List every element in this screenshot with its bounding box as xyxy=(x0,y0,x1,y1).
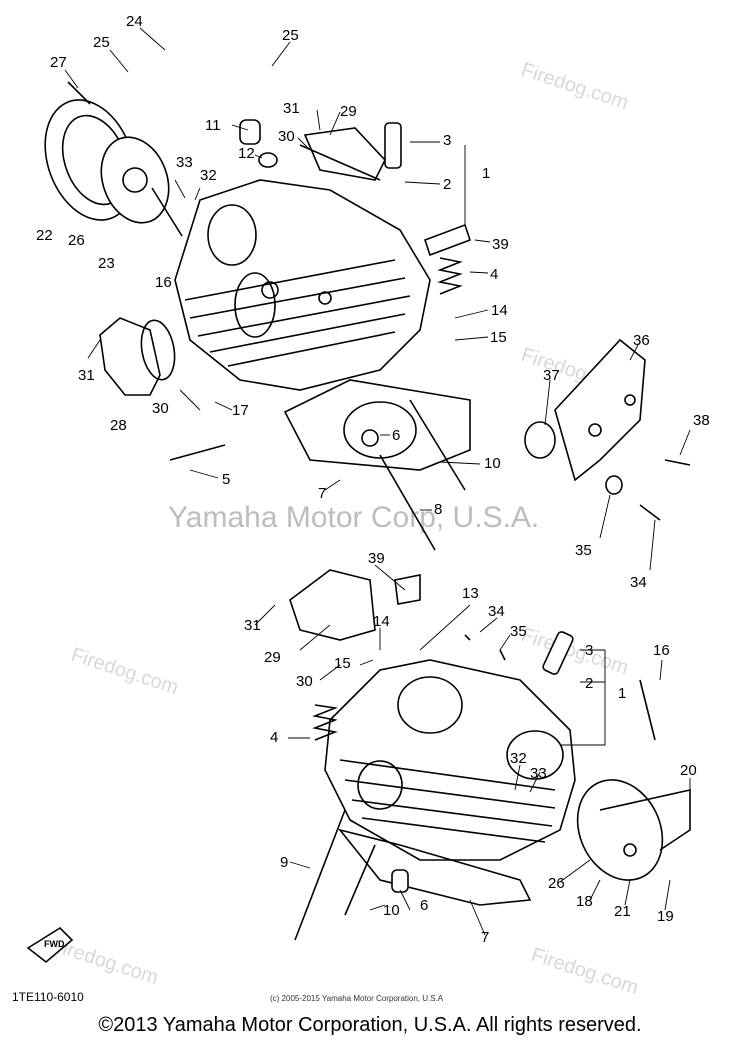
callout: 33 xyxy=(176,154,193,171)
watermark-site: Firedog.com xyxy=(68,644,181,699)
callout: 31 xyxy=(283,100,300,117)
callout: 36 xyxy=(633,332,650,349)
callout: 18 xyxy=(576,893,593,910)
callout: 30 xyxy=(278,128,295,145)
callout: 15 xyxy=(334,655,351,672)
watermark-site: Firedog.com xyxy=(518,624,631,679)
callout: 3 xyxy=(585,642,593,659)
callout: 10 xyxy=(484,455,501,472)
lower-cylinder-head-drawing: FWD xyxy=(26,569,691,964)
callout: 38 xyxy=(693,412,710,429)
callout: 2 xyxy=(443,176,451,193)
callout: 25 xyxy=(93,34,110,51)
callout: 31 xyxy=(244,617,261,634)
callout: 16 xyxy=(155,274,172,291)
callout: 37 xyxy=(543,367,560,384)
callout: 34 xyxy=(630,574,647,591)
fwd-label: FWD xyxy=(44,939,65,949)
callout: 35 xyxy=(575,542,592,559)
callout: 34 xyxy=(488,603,505,620)
callout: 24 xyxy=(126,13,143,30)
callout: 1 xyxy=(482,165,490,182)
callout: 5 xyxy=(222,471,230,488)
callout: 4 xyxy=(270,729,278,746)
copyright-notice: ©2013 Yamaha Motor Corporation, U.S.A. A… xyxy=(98,1014,642,1036)
callout: 23 xyxy=(98,255,115,272)
watermark-site: Firedog.com xyxy=(518,59,631,114)
callout: 26 xyxy=(548,875,565,892)
callout: 3 xyxy=(443,132,451,149)
callout: 30 xyxy=(152,400,169,417)
callout: 28 xyxy=(110,417,127,434)
callout: 15 xyxy=(490,329,507,346)
watermark-site: Firedog.com xyxy=(528,944,641,999)
callout: 7 xyxy=(481,929,489,946)
callout: 30 xyxy=(296,673,313,690)
callouts-bottom: 39 13 31 34 29 14 35 3 16 15 30 2 1 4 32… xyxy=(244,550,697,946)
callout: 20 xyxy=(680,762,697,779)
callout: 4 xyxy=(490,266,498,283)
callout: 8 xyxy=(434,501,442,518)
callout: 9 xyxy=(280,854,288,871)
callout: 2 xyxy=(585,675,593,692)
callout: 6 xyxy=(392,427,400,444)
callout: 7 xyxy=(318,485,326,502)
callout: 14 xyxy=(491,302,508,319)
callout: 17 xyxy=(232,402,249,419)
callout: 14 xyxy=(373,613,390,630)
callout: 6 xyxy=(420,897,428,914)
callout: 21 xyxy=(614,903,631,920)
watermark-main: Yamaha Motor Corp, U.S.A. xyxy=(168,501,539,534)
callout: 11 xyxy=(205,117,221,134)
callout: 13 xyxy=(462,585,479,602)
callout: 27 xyxy=(50,54,67,71)
callout: 32 xyxy=(200,167,217,184)
upper-cylinder-head-drawing xyxy=(44,47,691,551)
leader-lines xyxy=(64,27,691,936)
callout: 31 xyxy=(78,367,95,384)
callout: 19 xyxy=(657,908,674,925)
callout: 29 xyxy=(340,103,357,120)
callout: 29 xyxy=(264,649,281,666)
callout: 32 xyxy=(510,750,527,767)
callout: 33 xyxy=(530,765,547,782)
callout: 35 xyxy=(510,623,527,640)
diagram-ref-code: 1TE110-6010 xyxy=(12,990,84,1004)
callout: 10 xyxy=(383,902,400,919)
callout: 39 xyxy=(368,550,385,567)
small-copyright: (c) 2005-2015 Yamaha Motor Corporation, … xyxy=(270,994,444,1003)
callout: 25 xyxy=(282,27,299,44)
callout: 12 xyxy=(238,145,255,162)
callout: 1 xyxy=(618,685,626,702)
callout: 22 xyxy=(36,227,53,244)
callouts-top: 24 25 27 25 31 29 11 30 3 12 1 33 2 32 2… xyxy=(36,13,710,591)
callout: 16 xyxy=(653,642,670,659)
callout: 39 xyxy=(492,236,509,253)
callout: 26 xyxy=(68,232,85,249)
